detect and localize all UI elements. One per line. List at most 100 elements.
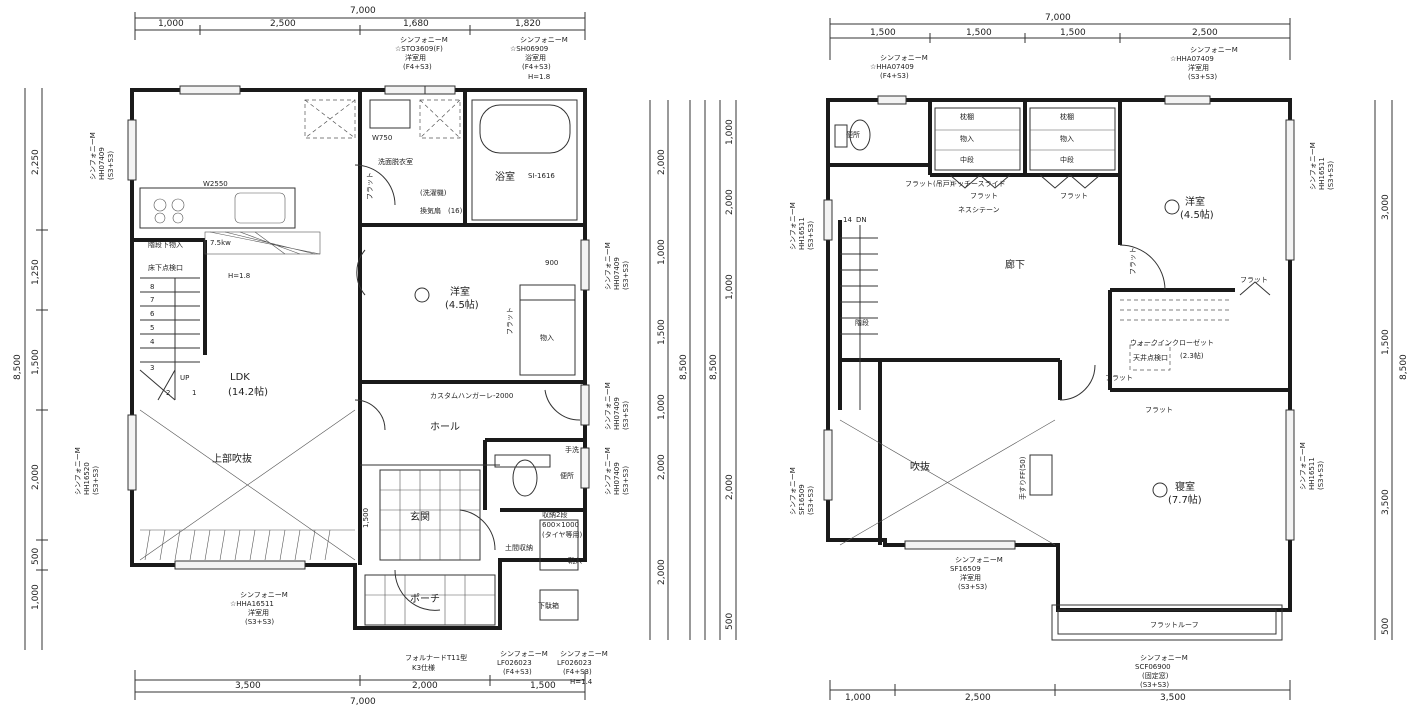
shoe-box-label: 靴入 (568, 556, 582, 565)
flat-label: フラット (1105, 374, 1133, 382)
window-callout: H=1.8 (528, 73, 550, 81)
stair-number: 6 (150, 310, 155, 318)
window-callout: シンフォニーM (74, 447, 82, 495)
closet-shelf: 枕棚 (1060, 112, 1074, 121)
dim-text: 500 (31, 548, 41, 565)
window-callout: シンフォニーM (560, 650, 608, 658)
dim-left-floor1: 2,250 1,250 1,500 2,000 500 1,000 8,500 (13, 88, 48, 650)
dim-right-floor2: 3,000 1,500 3,500 500 8,500 (1374, 100, 1409, 640)
window-callout: (S3+S3) (622, 401, 630, 430)
floor1-plan: 8 7 6 5 4 3 2 1 UP (74, 36, 630, 686)
dim-text: 1,000 (725, 119, 735, 145)
window-callout: シンフォニーM (240, 591, 288, 599)
window-callout: HH07409 (613, 397, 621, 430)
flat-label: フラット(吊戸) (905, 180, 953, 188)
dim-middle: 2,000 1,000 1,500 1,000 2,000 2,000 8,50… (649, 100, 737, 640)
dim-text: 8,500 (1399, 354, 1409, 380)
height-note: H=1.8 (228, 272, 250, 280)
dim-text: 2,000 (657, 559, 667, 585)
dim-text: 2,000 (725, 189, 735, 215)
dim-text: 3,500 (1381, 489, 1391, 515)
window-callout: HH07409 (613, 257, 621, 290)
dim-text: 3,500 (1160, 693, 1186, 703)
shoes-label: 下駄箱 (538, 601, 559, 610)
dim-text: 1,500 (870, 28, 896, 38)
window-callout: シンフォニーM (789, 202, 797, 250)
window-callout: LF026023 (497, 659, 532, 667)
stove-power: 7.5kw (210, 239, 231, 247)
flat-label: フラット (1060, 192, 1088, 200)
dim-text: 7,000 (350, 697, 376, 706)
bath-model: SI-1616 (528, 172, 555, 180)
entry-door-spec: K3仕様 (412, 663, 435, 672)
dim-text: 8,500 (679, 354, 689, 380)
vanity-width: W750 (372, 134, 392, 142)
flat-label: フラット (970, 192, 998, 200)
porch-label: ポーチ (410, 593, 440, 605)
flat-label: フラット (1145, 406, 1173, 414)
vent-number: (16) (448, 207, 463, 215)
dim-text: 1,500 (530, 681, 556, 691)
corridor-label: 廊下 (1005, 258, 1025, 271)
floor2-stairs: 14 DN 階段 (840, 216, 878, 410)
walkin-size: (2.3帖) (1180, 351, 1204, 360)
window-callout: 洋室用 (405, 53, 426, 62)
window-callout: シンフォニーM (955, 556, 1003, 564)
stair-number: 5 (150, 324, 154, 332)
window-callout: (F4+S3) (880, 72, 909, 80)
window-callout: (S3+S3) (807, 486, 815, 515)
window-callout: (F4+S3) (403, 63, 432, 71)
dim-text: 2,000 (657, 149, 667, 175)
dim-text: 1,500 (31, 349, 41, 375)
window-callout: シンフォニーM (604, 242, 612, 290)
window-callout: シンフォニーM (604, 447, 612, 495)
bath-label: 浴室 (495, 170, 515, 183)
flat-label: フラット (506, 307, 514, 335)
dim-text: 7,000 (350, 6, 376, 16)
stair-number: 3 (150, 364, 154, 372)
dim-text: 1,000 (725, 274, 735, 300)
walkin-rails (1120, 299, 1230, 371)
dim-text: 1,000 (158, 19, 184, 29)
flat-label: フラット (1240, 276, 1268, 284)
dim-text: 500 (1381, 618, 1391, 635)
dim-text: 1,000 (845, 693, 871, 703)
floor1-stairs: 8 7 6 5 4 3 2 1 UP (139, 277, 200, 401)
dim-text: 500 (725, 613, 735, 630)
window-callout: (S3+S3) (92, 466, 100, 495)
bedroom-label: 洋室 (450, 285, 470, 298)
closet-label: 物入 (960, 134, 974, 143)
ldk-label: LDK (230, 372, 250, 383)
ldk-size: (14.2帖) (228, 385, 268, 398)
stair-number: 1 (192, 389, 196, 397)
dim-text: 1,680 (403, 19, 429, 29)
dim-text: 1,500 (966, 28, 992, 38)
stair-number: 14 (843, 216, 852, 224)
window-callout: HH16511 (1318, 157, 1326, 190)
walkin-label: ウォークインクローゼット (1130, 338, 1214, 347)
bedroom-size: (4.5帖) (445, 298, 479, 311)
closet-mid: 中段 (1060, 155, 1074, 164)
cabinet-label: 手すりFF(50) (1018, 456, 1027, 500)
window-callout: (S3+S3) (1317, 461, 1325, 490)
dim-text: 2,000 (725, 474, 735, 500)
window-callout: SF16509 (950, 565, 981, 573)
window-callout: シンフォニーM (400, 36, 448, 44)
window-callout: (S3+S3) (1327, 161, 1335, 190)
dim-text: 3,500 (235, 681, 261, 691)
bedroom1-size: (4.5帖) (1180, 208, 1214, 221)
window-callout: (S3+S3) (1140, 681, 1169, 689)
window-callout: (S3+S3) (622, 261, 630, 290)
closet-label: 物入 (540, 333, 554, 342)
window-callout: (S3+S3) (807, 221, 815, 250)
window-callout: シンフォニーM (1190, 46, 1238, 54)
window-callout: (S3+S3) (958, 583, 987, 591)
tire-label: 収納2段 (542, 510, 567, 519)
window-callout: HH16511 (798, 217, 806, 250)
tire-note: (タイヤ等用) (542, 530, 583, 539)
flat-label: キッチースライド (950, 180, 1006, 188)
window-callout: シンフォニーM (1309, 142, 1317, 190)
dim-text: 2,500 (1192, 28, 1218, 38)
dim-text: 1,500 (657, 319, 667, 345)
